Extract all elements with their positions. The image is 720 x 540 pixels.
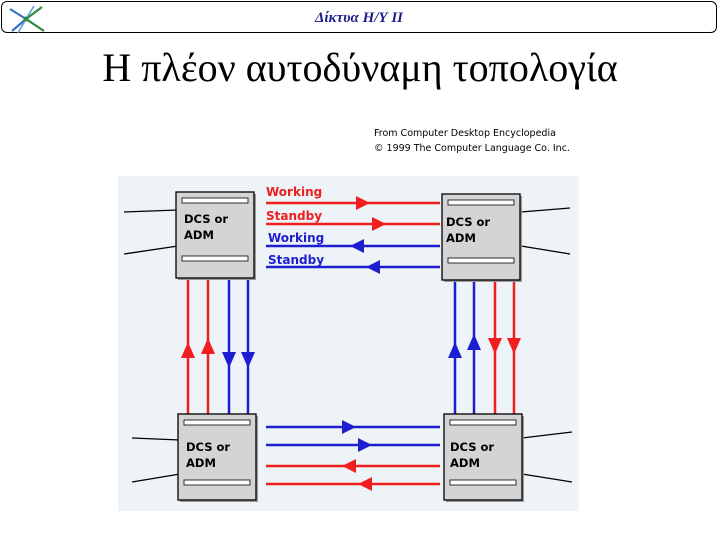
label-standby-blue: Standby	[268, 253, 324, 267]
diagram-canvas: Working Standby Working Standby DCS or A…	[118, 176, 579, 511]
node-label-line2: ADM	[186, 456, 216, 470]
node-bottom-left: DCS or ADM	[177, 413, 258, 502]
arrow-left-icon	[350, 239, 364, 253]
node-top-left: DCS or ADM	[175, 191, 256, 280]
node-bottom-right: DCS or ADM	[443, 413, 524, 502]
arrow-up-icon	[181, 342, 195, 358]
node-label-line1: DCS or	[184, 212, 228, 226]
arrow-right-icon	[356, 196, 370, 210]
tributary-lines	[123, 207, 573, 483]
self-healing-ring-diagram: Working Standby Working Standby DCS or A…	[118, 176, 579, 511]
header-bar: Δίκτυα Η/Υ ΙΙ	[1, 1, 717, 34]
arrow-right-icon	[372, 217, 386, 231]
node-label-line1: DCS or	[186, 440, 230, 454]
arrow-right-icon	[342, 420, 356, 434]
arrow-down-icon	[241, 352, 255, 368]
node-label-line2: ADM	[446, 231, 476, 245]
right-links	[448, 278, 521, 420]
arrow-up-icon	[467, 334, 481, 350]
top-links	[266, 196, 440, 274]
node-label-line2: ADM	[450, 456, 480, 470]
arrow-left-icon	[366, 260, 380, 274]
node-label-line1: DCS or	[446, 215, 490, 229]
label-working-red: Working	[266, 185, 322, 199]
bottom-links	[266, 420, 440, 491]
arrow-down-icon	[222, 352, 236, 368]
arrow-down-icon	[488, 338, 502, 354]
line-labels: Working Standby Working Standby	[266, 185, 324, 267]
node-label-line1: DCS or	[450, 440, 494, 454]
image-credit: From Computer Desktop Encyclopedia © 199…	[374, 126, 570, 156]
node-top-right: DCS or ADM	[441, 193, 522, 282]
arrow-down-icon	[507, 338, 521, 354]
label-standby-red: Standby	[266, 209, 322, 223]
left-links	[181, 278, 255, 420]
arrow-left-icon	[358, 477, 372, 491]
star-logo-icon	[9, 5, 45, 34]
arrow-right-icon	[358, 438, 372, 452]
credit-line-1: From Computer Desktop Encyclopedia	[374, 128, 556, 139]
credit-line-2: © 1999 The Computer Language Co. Inc.	[374, 143, 570, 154]
label-working-blue: Working	[268, 231, 324, 245]
slide-title: Η πλέον αυτοδύναμη τοπολογία	[102, 45, 618, 90]
node-label-line2: ADM	[184, 228, 214, 242]
arrow-left-icon	[342, 459, 356, 473]
arrow-up-icon	[201, 338, 215, 354]
arrow-up-icon	[448, 342, 462, 358]
course-title: Δίκτυα Η/Υ ΙΙ	[315, 10, 403, 26]
